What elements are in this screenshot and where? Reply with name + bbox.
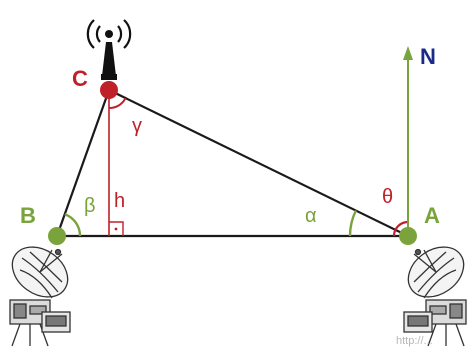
angle-theta-label: θ	[382, 186, 393, 208]
point-b	[48, 227, 66, 245]
angle-gamma-label: γ	[132, 115, 142, 137]
north-label: N	[420, 44, 436, 69]
point-c-label: C	[72, 66, 88, 91]
angle-arc-theta	[392, 220, 409, 237]
satellite-dish-icon	[9, 246, 71, 347]
height-label: h	[114, 190, 125, 212]
point-a	[399, 227, 417, 245]
side-bc	[55, 89, 111, 237]
watermark: http://...	[396, 335, 433, 347]
angle-arc-beta	[64, 213, 82, 237]
side-ca	[108, 89, 409, 237]
north-arrow	[403, 46, 413, 236]
satellite-dish-icon	[403, 246, 467, 347]
point-c	[100, 81, 118, 99]
angle-arc-gamma	[108, 97, 127, 110]
right-angle-marker	[109, 221, 124, 236]
right-angle-dot	[114, 227, 118, 231]
angle-alpha-label: α	[305, 205, 317, 227]
point-a-label: A	[424, 203, 440, 228]
point-b-label: B	[20, 203, 36, 228]
radio-tower-icon	[86, 19, 132, 80]
angle-arc-alpha	[348, 209, 357, 237]
angle-beta-label: β	[84, 195, 96, 217]
